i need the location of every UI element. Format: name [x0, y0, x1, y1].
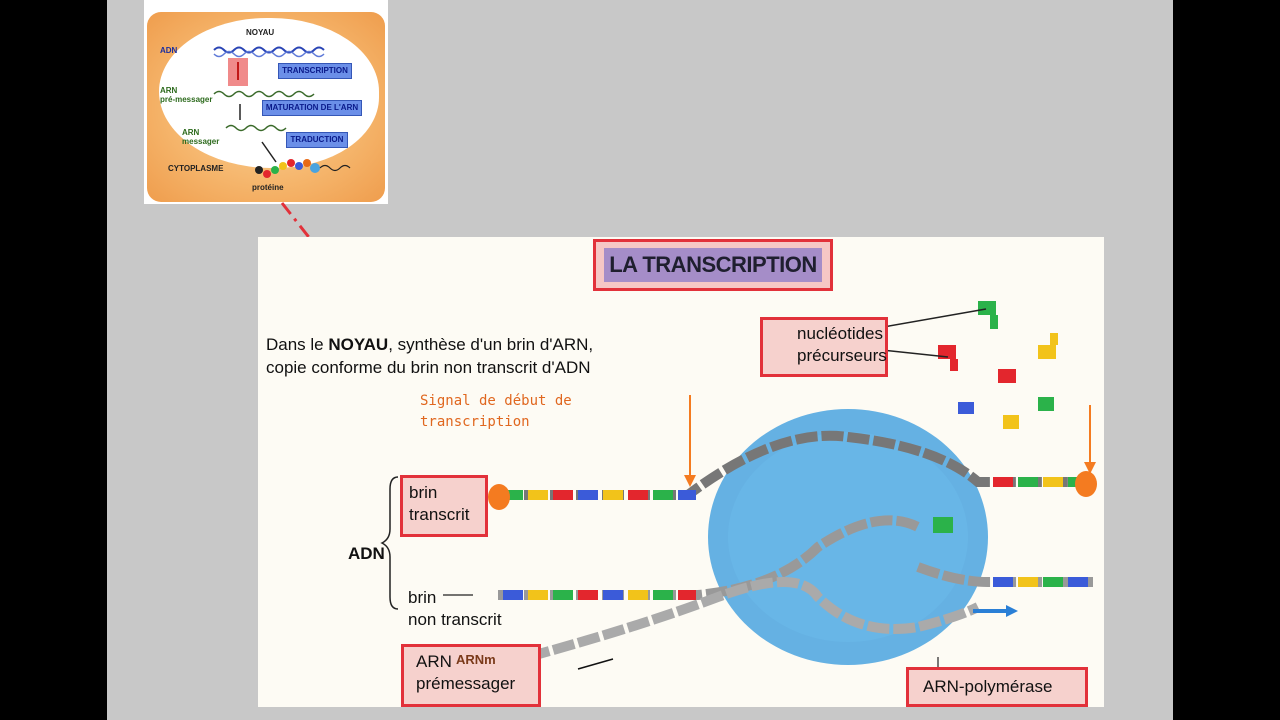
brin-transcrit-strand	[498, 430, 1088, 500]
arn-pre-label: ARN	[160, 86, 178, 95]
arn-polymerase-box: ARN-polymérase	[906, 667, 1088, 707]
brin-transcrit-box: brin transcrit	[400, 475, 488, 537]
signal-line-1: Signal de début de	[420, 393, 572, 409]
maturation-box: MATURATION DE L'ARN	[262, 100, 362, 116]
brin-transcrit-line-1: brin	[409, 483, 438, 502]
arn-mess-label-2: messager	[182, 137, 220, 146]
traduction-box: TRADUCTION	[286, 132, 348, 148]
signal-line-2: transcription	[420, 414, 530, 430]
brin-non-transcrit-label: brin non transcrit	[408, 587, 502, 631]
desc-line-1-post: , synthèse d'un brin d'ARN,	[388, 335, 594, 354]
desc-line-1-bold: NOYAU	[328, 335, 389, 354]
nucleotides-line-1: nucléotides	[797, 324, 884, 343]
desc-line-2: copie conforme du brin non transcrit d'A…	[266, 358, 591, 377]
overview-drawing	[213, 46, 351, 178]
arn-pre-line-1: ARN	[416, 652, 452, 671]
signal-label: Signal de début de transcription	[420, 391, 572, 433]
title-frame: LA TRANSCRIPTION	[593, 239, 833, 291]
noyau-label: NOYAU	[246, 28, 275, 37]
arn-mess-label: ARN	[182, 128, 200, 137]
arn-strand	[526, 577, 981, 662]
adn-label: ADN	[160, 46, 178, 55]
proteine-label: protéine	[252, 183, 284, 192]
transcription-box: TRANSCRIPTION	[278, 63, 352, 79]
end-signal-dot	[1075, 471, 1097, 497]
overview-diagram: NOYAU ADN ARN pré-messager ARN messager …	[144, 0, 388, 204]
free-nucleotides	[933, 301, 1058, 533]
brin-non-line-2: non transcrit	[408, 610, 502, 629]
dna-drawing	[380, 301, 1096, 677]
nucleotides-box: nucléotides précurseurs	[760, 317, 888, 377]
cytoplasme-label: CYTOPLASME	[168, 164, 224, 173]
brin-non-transcrit-strand	[498, 515, 1093, 600]
adn-label: ADN	[348, 544, 385, 563]
arn-pre-line-2: prémessager	[416, 674, 516, 693]
brin-non-line-1: brin	[408, 588, 437, 607]
desc-line-1-pre: Dans le	[266, 335, 329, 354]
adn-brace	[380, 476, 399, 610]
nucleotides-line-2: précurseurs	[797, 346, 887, 365]
arn-premessager-box: ARN prémessager	[401, 644, 541, 707]
page-title: LA TRANSCRIPTION	[604, 248, 822, 282]
arnm-label: ARNm	[456, 652, 496, 667]
transcription-diagram: LA TRANSCRIPTION Dans le NOYAU, synthèse…	[258, 237, 1104, 707]
description: Dans le NOYAU, synthèse d'un brin d'ARN,…	[266, 333, 593, 379]
start-signal-dot	[488, 484, 510, 510]
arn-pre-label-2: pré-messager	[160, 95, 213, 104]
brin-transcrit-line-2: transcrit	[409, 505, 470, 524]
